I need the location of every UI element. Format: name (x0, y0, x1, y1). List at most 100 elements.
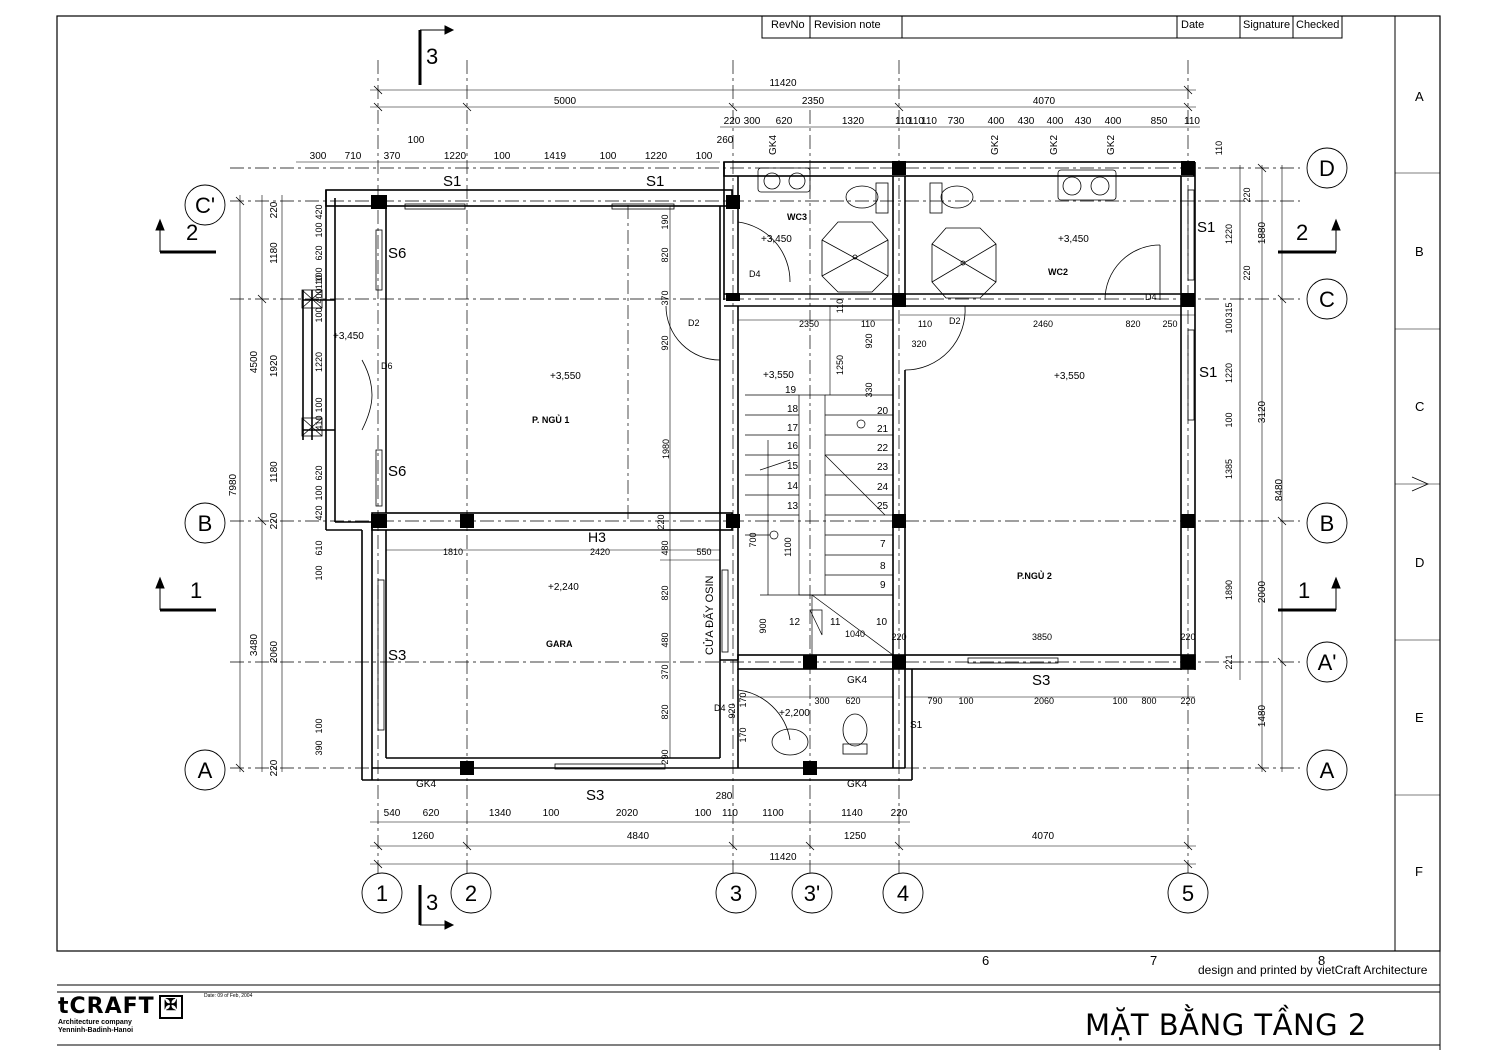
grid-row-label: A (1320, 758, 1335, 783)
dimension-text: 1810 (443, 547, 463, 557)
dimension-text: 2000 (1257, 580, 1268, 603)
dimension-text: 430 (1075, 116, 1092, 127)
dimension-text: 220 (269, 512, 280, 529)
dimension-text: 220 (656, 514, 666, 529)
room-label: GARA (546, 639, 573, 649)
windows (375, 189, 1195, 770)
dimension-text: 1419 (544, 151, 567, 162)
dimension-text: 110 (835, 299, 845, 313)
dimension-text: 1220 (444, 151, 467, 162)
logo-wordmark: tCRAFT (58, 994, 155, 1019)
dimension-text: 280 (716, 791, 733, 802)
rev-header-signature: Signature (1243, 19, 1291, 31)
dimension-text: 1920 (269, 354, 280, 377)
glass-tag: GK4 (847, 675, 867, 686)
dimension-text: 100 (314, 485, 324, 500)
dimension-text: 290 (660, 749, 670, 764)
dimension-ticks (235, 85, 1287, 869)
section-mark: 3 (426, 44, 438, 69)
dimension-text: 1880 (1257, 221, 1268, 244)
stair-step-number: 9 (880, 580, 886, 591)
dimension-text: 100 (958, 696, 973, 706)
dimension-text: 410 (314, 415, 324, 430)
door-swings (361, 221, 1161, 741)
dimension-text: 820 (660, 585, 670, 600)
dimension-text: 1320 (842, 116, 865, 127)
stair-step-number: 11 (830, 617, 841, 628)
dimension-text: 100 (314, 222, 324, 237)
stair-step-number: 23 (877, 462, 889, 473)
dimension-text: 11420 (769, 852, 797, 863)
date-note: Date: 09 of Feb, 2004 (204, 993, 253, 999)
dimension-text: 480 (660, 632, 670, 647)
level-mark: +2,240 (548, 582, 579, 593)
dimension-text: 370 (384, 151, 401, 162)
dimension-text: 110 (895, 116, 911, 127)
room-label: CỬA ĐẨY OSIN (703, 575, 716, 655)
rev-header-revno: RevNo (771, 19, 805, 31)
door-tag: D4 (1145, 292, 1157, 302)
rev-header-note: Revision note (814, 19, 881, 31)
border-letter: C (1415, 399, 1424, 414)
dimension-text: 4070 (1033, 96, 1056, 107)
grid-column-label: 1 (376, 881, 388, 906)
dimension-text: 370 (660, 290, 670, 305)
section-mark: 3 (426, 890, 438, 915)
border-number: 6 (982, 953, 989, 968)
glass-tag: GK2 (1106, 135, 1117, 155)
dimension-text: 110 (722, 808, 738, 819)
dimension-text: 1890 (1224, 580, 1234, 600)
stair-step-number: 16 (787, 441, 799, 452)
section-mark: 2 (186, 220, 198, 245)
dimension-lines (239, 89, 1283, 865)
dimension-text: 1480 (1257, 704, 1268, 727)
dimension-text: 320 (911, 339, 926, 349)
window-tag: S3 (1032, 672, 1050, 689)
dimension-text: 100 (696, 151, 713, 162)
grid-bubbles (184, 147, 1348, 914)
dimension-text: 100 (1224, 318, 1234, 333)
level-mark: +3,450 (333, 331, 364, 342)
dimension-text: 400 (1105, 116, 1122, 127)
dimension-text: 430 (1018, 116, 1035, 127)
dimension-text: 3480 (249, 633, 260, 656)
border-letter: A (1415, 89, 1424, 104)
grid-row-label: C' (195, 193, 215, 218)
dimension-text: 110 (918, 319, 932, 329)
dimension-text: 170 (738, 692, 748, 707)
rev-header-checked: Checked (1296, 19, 1340, 31)
dimension-text: 820 (660, 247, 670, 262)
dimension-text: 220 (1180, 632, 1195, 642)
dimension-text: 1040 (845, 629, 865, 639)
dimension-text: 2020 (616, 808, 639, 819)
window-tag: S1 (1199, 364, 1217, 381)
credit-line: design and printed by vietCraft Architec… (1198, 963, 1428, 977)
section-mark: 1 (190, 578, 202, 603)
company-logo: Date: 09 of Feb, 2004 tCRAFT ✠ Architect… (58, 993, 252, 1035)
dimension-text: 610 (314, 540, 324, 555)
dimension-text: 1260 (412, 831, 435, 842)
dimension-text: 820 (660, 704, 670, 719)
dimension-text: 100 (314, 565, 324, 580)
dimension-text: 550 (696, 547, 711, 557)
dimension-text: 620 (776, 116, 793, 127)
dimension-text: 1100 (783, 537, 793, 556)
dimension-text: 110 (314, 275, 324, 289)
dimension-text: 2460 (1033, 319, 1053, 329)
dimension-text: 220 (1180, 696, 1195, 706)
dimension-text: 920 (727, 703, 737, 718)
glass-tag: GK2 (1049, 135, 1060, 155)
dimension-text: 420 (314, 204, 324, 219)
dimension-text: 100 (1112, 696, 1127, 706)
dimension-text: 100 (494, 151, 511, 162)
dimension-text: 250 (1162, 319, 1177, 329)
structural-columns (371, 161, 1195, 775)
room-label: P. NGỦ 1 (532, 414, 569, 425)
dimension-text: 850 (1151, 116, 1168, 127)
dimension-text: 1220 (314, 352, 324, 372)
dimension-text: 100 (695, 808, 712, 819)
dimension-text: 100 (314, 397, 324, 412)
dimension-text: 1220 (645, 151, 668, 162)
